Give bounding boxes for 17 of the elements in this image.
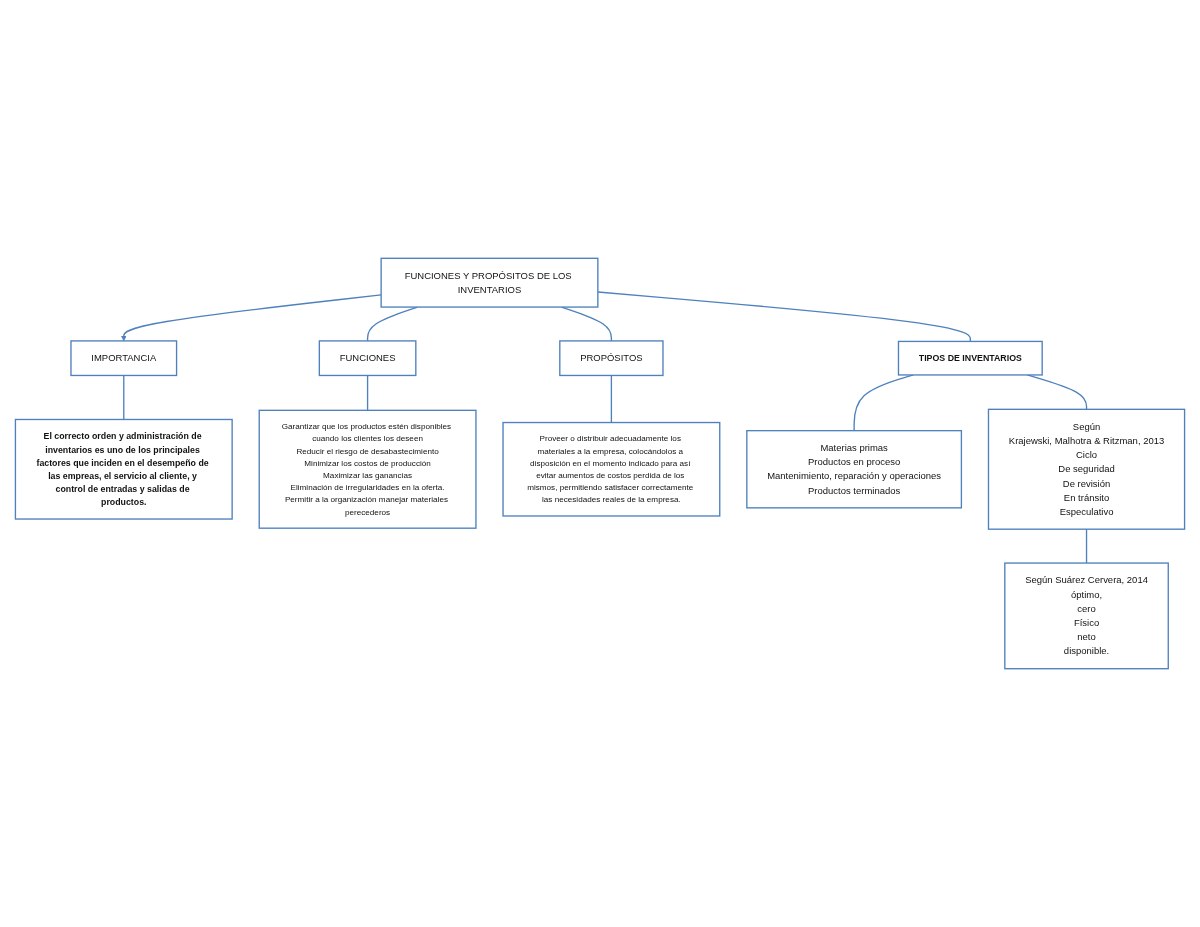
node-box: Según Suárez Cervera, 2014 óptimo, cero Físico neto disponible. (1004, 562, 1169, 670)
node-box: FUNCIONES (318, 340, 417, 377)
connector (597, 291, 971, 343)
node-box: El correcto orden y administración de inventarios es uno de los principales factores que inciden en el desempeño de las empreas, el servicio al cliente, y control de entradas y salidas de productos. (14, 418, 233, 520)
node-box: FUNCIONES Y PROPÓSITOS DE LOS INVENTARIOS (380, 257, 599, 308)
connector (123, 374, 125, 421)
node-box: Proveer o distribuir adecuadamente los materiales a la empresa, colocándolos a disposición en el momento indicado para así evitar aumentos de costos perdida de los mismos, permitiendo satisfacer correctamente las necesidades reales de la empresa. (502, 421, 721, 517)
arrow (120, 294, 382, 342)
connector (366, 374, 369, 411)
node-box: PROPÓSITOS (559, 340, 664, 377)
node-box: TIPOS DE INVENTARIOS (897, 340, 1043, 376)
node-box: Materias primas Productos en proceso Mantenimiento, reparación y operaciones Productos terminados (746, 429, 963, 509)
node-box: IMPORTANCIA (70, 340, 178, 377)
connector (610, 374, 613, 424)
node-box: Garantizar que los productos estén disponibles cuando los clientes los deseen Reducir el riesgo de desabastecimiento Minimizar los costos de producción Maximizar las ganancias Eliminación de irregularidades en la oferta. Permitir a la organización manejar materiales perecederos (258, 409, 477, 529)
connector (1085, 528, 1088, 564)
node-box: Según Krajewski, Malhotra & Ritzman, 2013 Ciclo De seguridad De revisión En tránsito Especulativo (987, 408, 1186, 530)
